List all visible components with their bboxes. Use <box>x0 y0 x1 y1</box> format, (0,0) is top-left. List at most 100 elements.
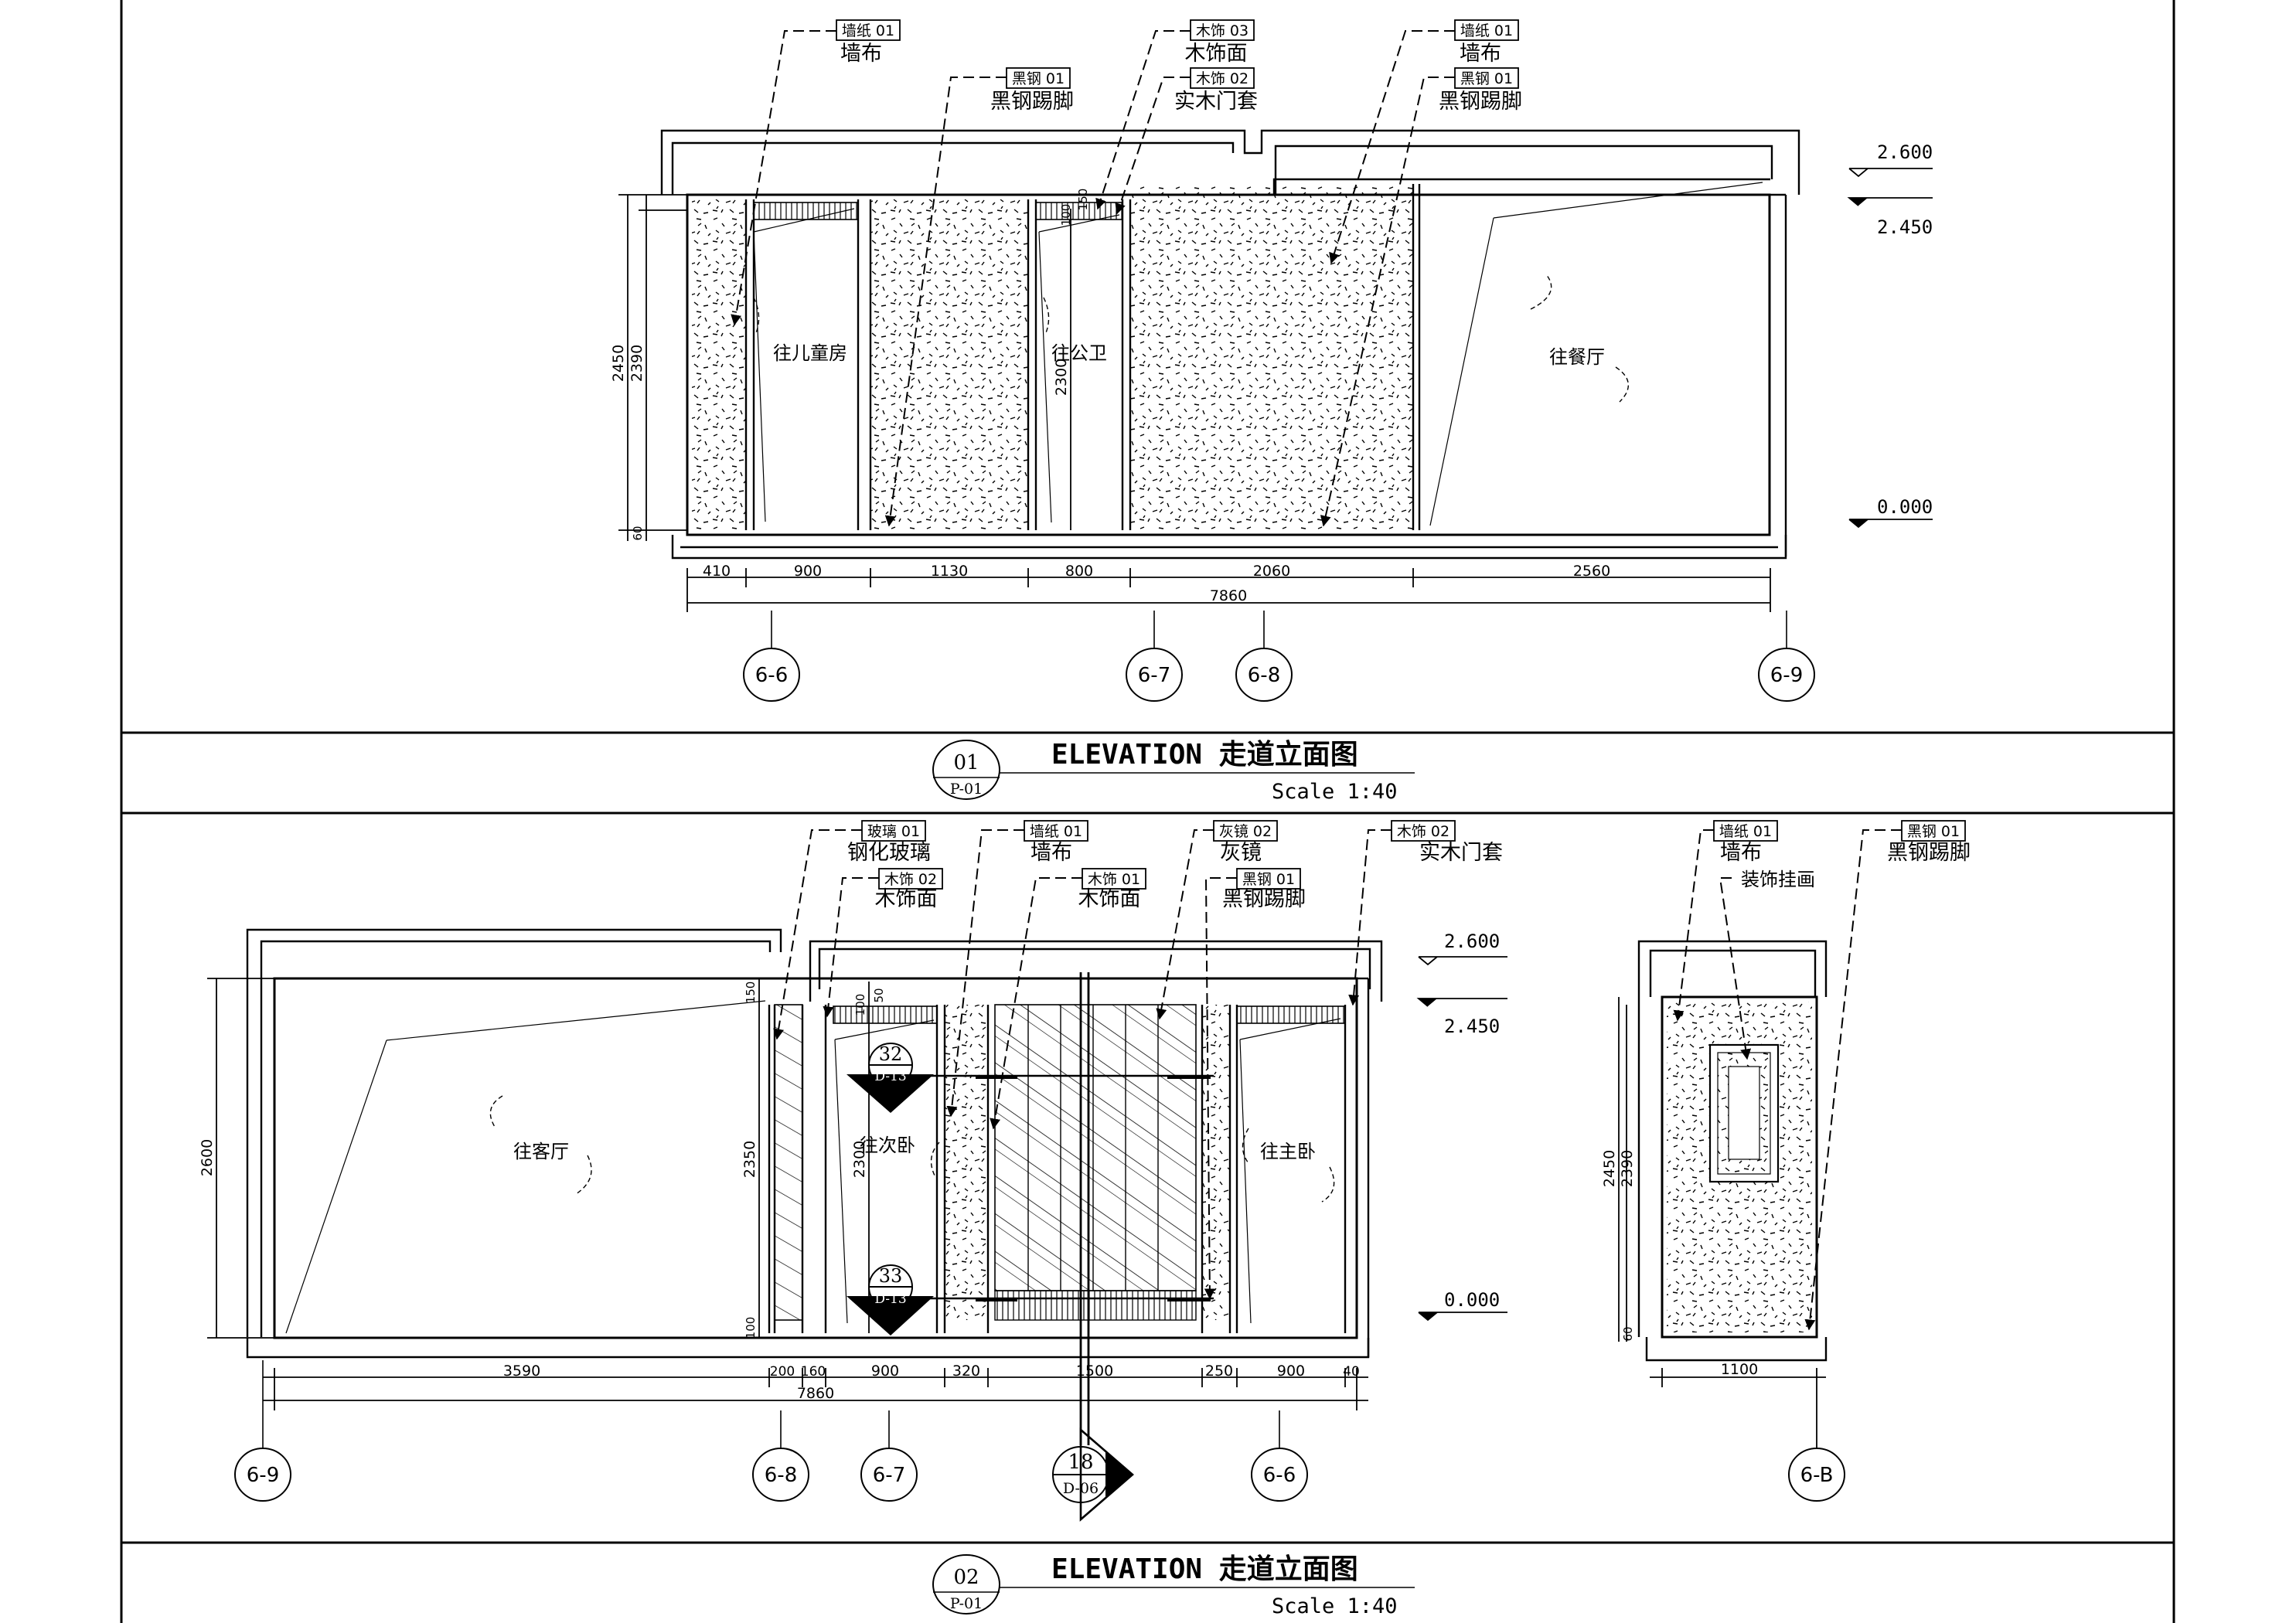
room-label-kids-room: 往儿童房 <box>773 342 847 364</box>
view-01-labels: 墙纸 01 黑钢 01 木饰 03 木饰 02 墙纸 01 黑钢 01 墙布 黑… <box>610 22 1933 804</box>
elevation-view-02 <box>207 820 1966 1614</box>
hdim-1500: 1500 <box>1076 1363 1113 1380</box>
vdim-2390: 2390 <box>1619 1150 1636 1187</box>
tag-wallpaper: 墙纸 01 <box>1719 823 1772 840</box>
view-02-labels: 玻璃 01 木饰 02 墙纸 01 木饰 01 灰镜 02 黑钢 01 木饰 0… <box>199 823 1971 1618</box>
hdim-2560: 2560 <box>1573 563 1610 580</box>
room-label-living-room: 往客厅 <box>513 1141 569 1162</box>
section-marker-32 <box>847 1043 934 1113</box>
level-0000: 0.000 <box>1444 1289 1500 1311</box>
axis-bubbles <box>743 648 1815 702</box>
section-number: 18 <box>1068 1451 1093 1474</box>
axis-label: 6-8 <box>1248 664 1280 687</box>
vdim-2450: 2450 <box>610 345 627 382</box>
drawing-scale: Scale 1:40 <box>1272 780 1398 804</box>
tag-steel: 黑钢 01 <box>1242 871 1295 888</box>
hdim-250: 250 <box>1205 1363 1233 1380</box>
hdim-3590: 3590 <box>503 1363 540 1380</box>
material-tag-boxes <box>836 19 1519 89</box>
section-marker-33 <box>847 1264 934 1335</box>
callout-decorative-painting: 装饰挂画 <box>1741 869 1815 890</box>
vdim-150: 150 <box>1076 189 1090 211</box>
wallcloth-panel <box>870 199 1028 530</box>
axis-label: 6-7 <box>873 1464 905 1487</box>
callout-leaders <box>731 30 1455 527</box>
callout-wood-veneer: 木饰面 <box>1185 42 1248 66</box>
tag-glass: 玻璃 01 <box>867 823 920 840</box>
callout-wood-veneer: 木饰面 <box>1078 887 1141 911</box>
level-2450: 2.450 <box>1444 1016 1500 1037</box>
horizontal-dimensions <box>686 568 1771 612</box>
title-number: 02 <box>953 1566 979 1589</box>
room-label-master-bedroom: 往主卧 <box>1260 1141 1316 1162</box>
tag-wood: 木饰 02 <box>1397 823 1449 840</box>
section-sheet: D-13 <box>874 1291 906 1307</box>
title-sheet: P-01 <box>950 781 983 798</box>
callout-solid-wood-door-casing: 实木门套 <box>1419 841 1503 865</box>
level-2450: 2.450 <box>1877 216 1933 238</box>
title-number: 01 <box>953 751 979 774</box>
vdim-2350: 2350 <box>741 1141 758 1178</box>
hdim-1130: 1130 <box>931 563 968 580</box>
vdim-60: 60 <box>1621 1326 1635 1341</box>
level-2600: 2.600 <box>1444 931 1500 952</box>
axis-label: 6-6 <box>1263 1464 1296 1487</box>
hdim-900: 900 <box>1277 1363 1305 1380</box>
tag-5: 墙纸 01 <box>1460 22 1513 39</box>
axis-label: 6-8 <box>765 1464 797 1487</box>
ceiling-soffit <box>246 928 782 1337</box>
drawing-title: ELEVATION 走道立面图 <box>1051 739 1358 771</box>
tag-2: 黑钢 01 <box>1012 70 1065 87</box>
vdim-2600: 2600 <box>199 1139 216 1176</box>
room-label-second-bedroom: 往次卧 <box>860 1135 915 1156</box>
sheet-frame <box>120 0 2175 1623</box>
elevation-view-01 <box>618 19 1933 800</box>
drawing-scale: Scale 1:40 <box>1272 1594 1398 1618</box>
vdim-2300: 2300 <box>851 1141 868 1178</box>
level-markers <box>1847 168 1933 529</box>
hdim-800: 800 <box>1065 563 1093 580</box>
vdim-100: 100 <box>1059 204 1073 226</box>
level-2600: 2.600 <box>1877 141 1933 163</box>
callout-tempered-glass: 钢化玻璃 <box>847 841 931 865</box>
vdim-100: 100 <box>853 994 867 1016</box>
title-sheet: P-01 <box>950 1595 983 1612</box>
hdim-320: 320 <box>952 1363 980 1380</box>
tag-wallpaper: 墙纸 01 <box>1030 823 1082 840</box>
tempered-glass-panel <box>774 1004 803 1321</box>
side-elevation-6B <box>1618 940 1828 1449</box>
tag-wood: 木饰 02 <box>884 871 937 888</box>
tag-1: 墙纸 01 <box>842 22 894 39</box>
level-0000: 0.000 <box>1877 496 1933 518</box>
vdim-2300: 2300 <box>1053 359 1070 396</box>
side-width: 1100 <box>1721 1361 1758 1378</box>
door-frame-master-bedroom <box>1228 1005 1347 1333</box>
hdim-40: 40 <box>1343 1364 1360 1380</box>
opening-dining-room <box>1412 182 1763 530</box>
vdim-100: 100 <box>744 1317 758 1339</box>
vdim-60: 60 <box>631 526 645 540</box>
callout-wallcloth: 墙布 <box>1460 42 1501 66</box>
tag-wood: 木饰 01 <box>1088 871 1140 888</box>
vertical-dimensions <box>618 194 1071 541</box>
axis-label: 6-9 <box>1770 664 1803 687</box>
vdim-2450: 2450 <box>1601 1150 1618 1187</box>
tag-4: 木饰 02 <box>1196 70 1248 87</box>
door-frame-bathroom <box>1027 199 1132 530</box>
vdim-150: 150 <box>744 982 758 1004</box>
callout-black-steel-baseboard: 黑钢踢脚 <box>1439 90 1522 114</box>
callout-black-steel-baseboard: 黑钢踢脚 <box>990 90 1074 114</box>
callout-wallcloth: 墙布 <box>1720 841 1762 865</box>
axis-label: 6-6 <box>755 664 788 687</box>
axis-label: 6-B <box>1800 1464 1834 1487</box>
ceiling-soffit <box>660 129 1800 195</box>
hdim-900: 900 <box>794 563 822 580</box>
callout-grey-mirror: 灰镜 <box>1220 841 1262 865</box>
room-label-dining-room: 往餐厅 <box>1549 346 1605 368</box>
tag-mirror: 灰镜 02 <box>1219 823 1272 840</box>
wall-outline <box>273 977 1358 1339</box>
hdim-900: 900 <box>871 1363 899 1380</box>
wallcloth-panel <box>1130 184 1413 530</box>
section-sheet: D-13 <box>874 1069 906 1084</box>
hdim-410: 410 <box>703 563 731 580</box>
